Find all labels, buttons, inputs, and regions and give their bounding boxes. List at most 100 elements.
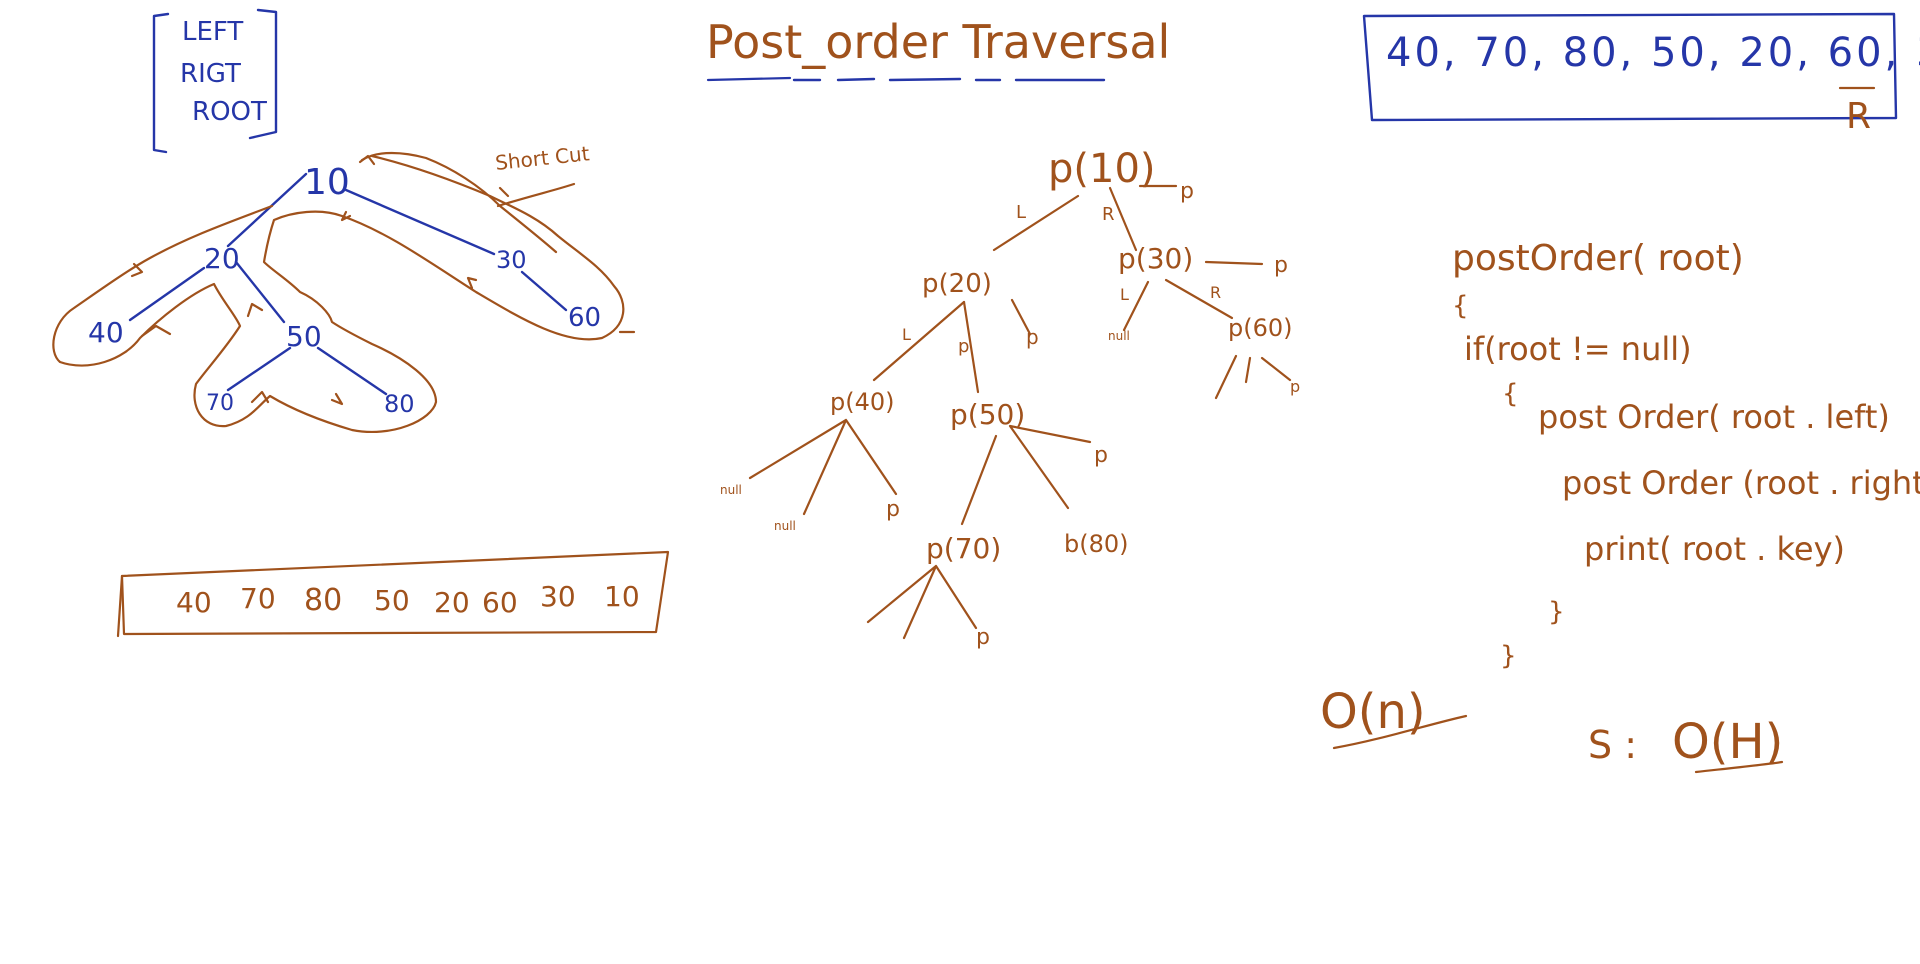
null-label: null [720,483,742,497]
arrow-head [130,262,144,278]
arrow-tail [498,186,510,198]
print-label: p [976,625,990,650]
bottom-sequence-box: 40 70 80 50 20 60 30 10 [116,550,670,638]
tree-node: 30 [496,246,527,274]
traversal-loop-top [360,151,558,254]
print-label: p [958,336,969,357]
edge-20-40 [128,266,206,322]
page-title: Post_order Traversal [706,15,1170,69]
print-label: p [886,497,900,522]
edge-10-20 [226,172,308,248]
shortcut-pointer [496,182,576,208]
order-line-left: LEFT [182,17,243,47]
tree-node: 20 [204,242,240,275]
code-line: post Order( root . left) [1538,398,1890,436]
shortcut-annotation: Short Cut [494,141,591,175]
call-edge [962,300,980,394]
call-edge [1164,278,1234,320]
order-rule-box: LEFT RIGT ROOT [152,8,278,154]
order-box-left-bracket [152,12,170,154]
edge-20-50 [234,260,286,324]
call-edge [748,418,898,516]
sequence-item: 20 [434,586,470,619]
tree-node: 40 [88,316,124,349]
call-edge [1010,298,1032,336]
result-box: 40, 70, 80, 50, 20, 60, 30, 10 R [1362,12,1920,137]
call-node: p(70) [926,532,1001,565]
tree-node: 70 [206,391,234,416]
arrow-head [340,210,352,222]
arrow-head [140,324,172,338]
tree-node: 50 [286,320,322,353]
arrow-head [250,390,270,404]
recursion-tree: p(10) p(20) p(30) p(40) p(50) p(60) p(70… [720,146,1300,650]
call-edge [1204,260,1264,266]
code-line: postOrder( root) [1452,238,1744,279]
time-underline [1332,714,1468,750]
bottom-box-left-edge [116,574,124,638]
code-line: if(root != null) [1464,330,1692,368]
bottom-box-border [120,550,670,636]
order-line-right: RIGT [180,59,241,89]
code-line: { [1502,379,1519,409]
space-label: S : [1588,723,1637,767]
print-label: p [1290,377,1300,396]
result-box-border [1362,12,1898,122]
branch-label-right: R [1102,204,1115,225]
print-label: p [1026,325,1039,349]
call-node: b(80) [1064,530,1129,558]
code-line: { [1452,291,1469,321]
call-node: p(40) [830,388,895,416]
branch-label-left: L [902,325,911,344]
space-underline [1694,760,1784,774]
call-edge [866,564,978,640]
branch-label-left: L [1016,202,1026,223]
call-edge [872,300,966,382]
time-complexity: O(n) [1320,684,1426,740]
print-label: p [1094,443,1108,468]
sequence-item: 10 [604,580,640,613]
sequence-item: 60 [482,586,518,619]
call-node: p(30) [1118,242,1193,275]
sequence-item: 40 [176,586,212,619]
edge-10-30 [344,188,496,256]
call-edge [1214,354,1292,400]
call-node: p(10) [1048,146,1156,192]
result-sequence: 40, 70, 80, 50, 20, 60, 30, 10 [1386,30,1920,76]
code-line: } [1500,641,1517,671]
binary-tree: 10 20 30 40 50 60 70 80 [88,162,601,418]
sequence-item: 50 [374,584,410,617]
branch-label-right: R [1210,283,1221,302]
print-label: p [1274,253,1288,278]
edge-50-70 [226,346,292,392]
space-complexity: O(H) [1672,714,1783,770]
arrow-head [466,276,478,290]
sequence-item: 80 [304,583,342,618]
tree-node: 60 [568,303,601,333]
code-line: print( root . key) [1584,530,1845,568]
print-label: p [1180,179,1194,204]
title-underline-1 [706,76,792,82]
traversal-path: Short Cut [52,141,636,434]
order-box-right-bracket [248,8,278,140]
complexity-notes: O(n) S : O(H) [1320,684,1784,774]
code-block: postOrder( root) { if(root != null) { po… [1452,238,1920,671]
code-line: } [1548,597,1565,627]
tree-node: 80 [384,390,415,418]
sequence-item: 30 [540,580,576,613]
title-underline-2 [792,77,1106,82]
tree-node: 10 [304,162,350,203]
arrow-head [358,154,376,166]
call-node: p(60) [1228,314,1293,342]
branch-label-left: L [1120,285,1129,304]
call-node: p(20) [922,269,992,299]
call-edge [960,424,1092,526]
page-title-group: Post_order Traversal [706,15,1170,82]
traversal-loop [52,154,625,434]
arrow-head [330,392,344,406]
edge-30-60 [520,270,568,312]
call-edge [1108,186,1138,252]
result-marker: R [1846,96,1871,137]
call-edge [1122,280,1150,332]
